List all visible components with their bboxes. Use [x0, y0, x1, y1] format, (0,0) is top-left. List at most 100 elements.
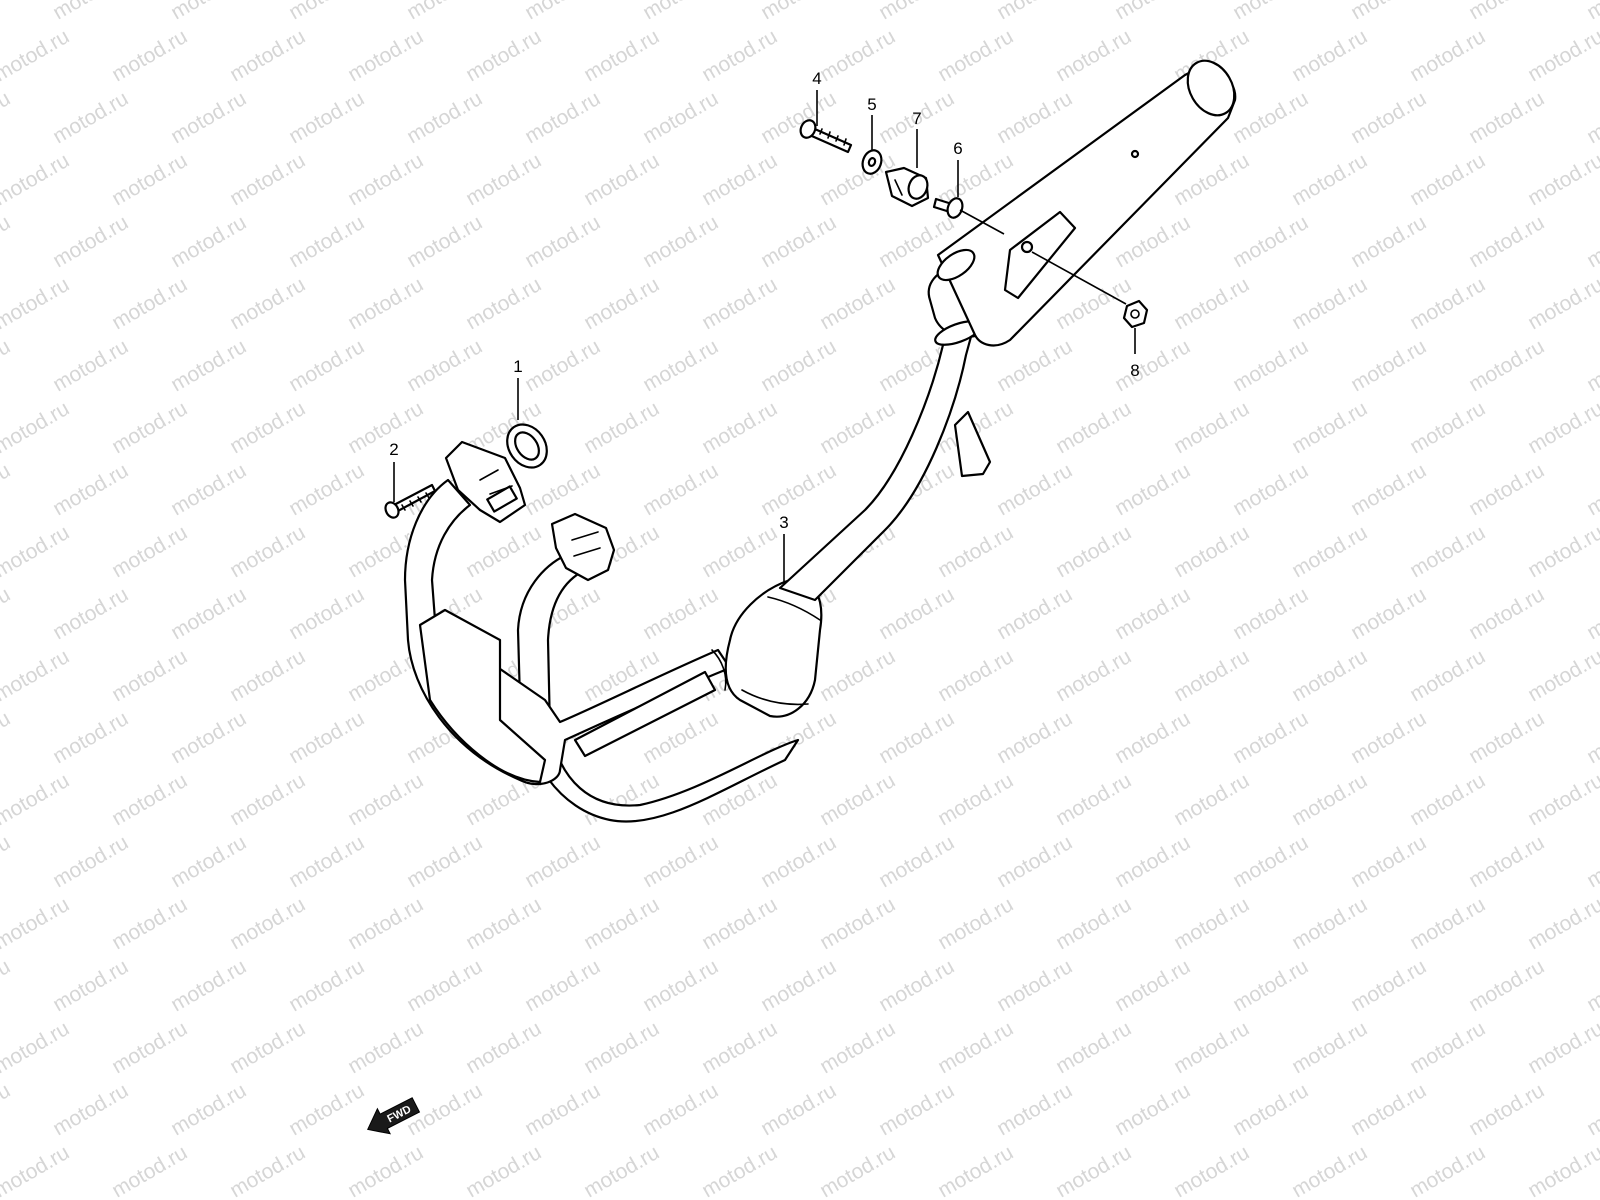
watermark-text: motod.ru [1347, 831, 1430, 892]
watermark-text: motod.ru [0, 1079, 14, 1140]
watermark-text: motod.ru [167, 707, 250, 768]
watermark-text: motod.ru [639, 583, 722, 644]
watermark-text: motod.ru [816, 769, 899, 830]
watermark-text: motod.ru [1288, 273, 1371, 334]
watermark-text: motod.ru [580, 273, 663, 334]
watermark-text: motod.ru [344, 769, 427, 830]
watermark-text: motod.ru [816, 397, 899, 458]
watermark-text: motod.ru [1406, 645, 1489, 706]
watermark-text: motod.ru [1170, 521, 1253, 582]
bolt-upper-part [799, 119, 853, 154]
watermark-text: motod.ru [875, 1079, 958, 1140]
watermark-text: motod.ru [1465, 0, 1548, 24]
gasket-part [506, 423, 548, 469]
watermark-text: motod.ru [344, 149, 427, 210]
watermark-text: motod.ru [1229, 1079, 1312, 1140]
watermark-text: motod.ru [462, 521, 545, 582]
watermark-text: motod.ru [1111, 0, 1194, 24]
watermark-text: motod.ru [1052, 1017, 1135, 1078]
watermark-text: motod.ru [1347, 211, 1430, 272]
watermark-text: motod.ru [1170, 1141, 1253, 1200]
watermark-text: motod.ru [285, 831, 368, 892]
watermark-text: motod.ru [0, 273, 73, 334]
watermark-text: motod.ru [167, 831, 250, 892]
muffler-front-cap [936, 248, 976, 282]
bolt-front-part [384, 483, 437, 519]
callout-7: 7 [912, 109, 921, 128]
watermark-text: motod.ru [1465, 707, 1548, 768]
watermark-text: motod.ru [1465, 459, 1548, 520]
watermark-text: motod.ru [462, 1141, 545, 1200]
watermark-text: motod.ru [226, 645, 309, 706]
watermark-text: motod.ru [1052, 25, 1135, 86]
watermark-text: motod.ru [0, 521, 73, 582]
watermark-text: motod.ru [226, 1141, 309, 1200]
watermark-text: motod.ru [285, 955, 368, 1016]
watermark-text: motod.ru [1288, 1141, 1371, 1200]
watermark-text: motod.ru [757, 1079, 840, 1140]
watermark-text: motod.ru [816, 645, 899, 706]
watermark-text: motod.ru [0, 335, 14, 396]
watermark-text: motod.ru [1288, 149, 1371, 210]
watermark-text: motod.ru [1583, 583, 1600, 644]
watermark-text: motod.ru [1111, 707, 1194, 768]
watermark-text: motod.ru [1288, 397, 1371, 458]
watermark-text: motod.ru [0, 25, 73, 86]
watermark-text: motod.ru [0, 211, 14, 272]
watermark-text: motod.ru [403, 955, 486, 1016]
watermark-text: motod.ru [875, 831, 958, 892]
watermark-text: motod.ru [285, 0, 368, 24]
watermark-text: motod.ru [344, 397, 427, 458]
watermark-text: motod.ru [1288, 25, 1371, 86]
watermark-text: motod.ru [1111, 831, 1194, 892]
watermark-text: motod.ru [816, 25, 899, 86]
watermark-text: motod.ru [875, 583, 958, 644]
watermark-text: motod.ru [1524, 521, 1600, 582]
watermark-text: motod.ru [108, 769, 191, 830]
watermark-text: motod.ru [1583, 707, 1600, 768]
watermark-text: motod.ru [1229, 955, 1312, 1016]
callout-4: 4 [812, 69, 821, 88]
collector-seam [741, 689, 809, 706]
watermark-text: motod.ru [1229, 87, 1312, 148]
watermark-text: motod.ru [285, 583, 368, 644]
watermark-text: motod.ru [1229, 707, 1312, 768]
watermark-text: motod.ru [226, 25, 309, 86]
watermark-text: motod.ru [1347, 87, 1430, 148]
watermark-text: motod.ru [167, 459, 250, 520]
watermark-text: motod.ru [580, 149, 663, 210]
watermark-text: motod.ru [1229, 335, 1312, 396]
watermark-text: motod.ru [993, 335, 1076, 396]
watermark-text: motod.ru [0, 583, 14, 644]
watermark-text: motod.ru [1465, 335, 1548, 396]
watermark-text: motod.ru [0, 459, 14, 520]
watermark-text: motod.ru [521, 955, 604, 1016]
watermark-text: motod.ru [757, 0, 840, 24]
watermark-text: motod.ru [285, 335, 368, 396]
mid-pipe-bracket [953, 410, 992, 478]
watermark-text: motod.ru [1524, 893, 1600, 954]
watermark-text: motod.ru [580, 25, 663, 86]
watermark-text: motod.ru [521, 0, 604, 24]
watermark-text: motod.ru [167, 87, 250, 148]
watermark-text: motod.ru [462, 273, 545, 334]
watermark-text: motod.ru [1347, 583, 1430, 644]
watermark-text: motod.ru [0, 1141, 73, 1200]
watermark-text: motod.ru [285, 1079, 368, 1140]
crossover-tube [573, 670, 717, 758]
watermark-text: motod.ru [1170, 397, 1253, 458]
watermark-text: motod.ru [1052, 645, 1135, 706]
watermark-text: motod.ru [521, 831, 604, 892]
watermark-text: motod.ru [639, 335, 722, 396]
watermark-text: motod.ru [0, 831, 14, 892]
watermark-text: motod.ru [1347, 707, 1430, 768]
watermark-text: motod.ru [1288, 893, 1371, 954]
watermark-text: motod.ru [403, 211, 486, 272]
watermark-text: motod.ru [0, 397, 73, 458]
watermark-text: motod.ru [757, 831, 840, 892]
watermark-text: motod.ru [993, 955, 1076, 1016]
watermark-text: motod.ru [993, 707, 1076, 768]
watermark-text: motod.ru [1052, 893, 1135, 954]
watermark-text: motod.ru [226, 273, 309, 334]
watermark-text: motod.ru [875, 707, 958, 768]
